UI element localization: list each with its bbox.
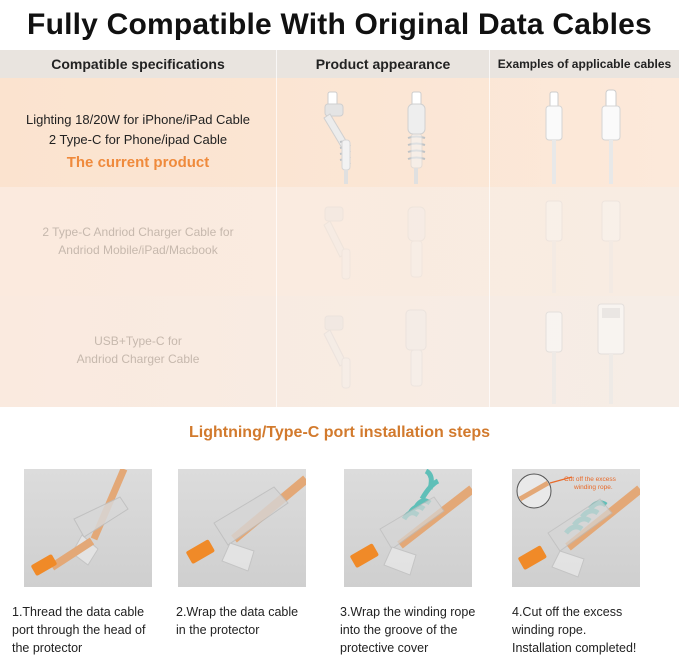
callout-line: Cut off the excess <box>564 476 617 483</box>
header-compatible-specifications: Compatible specifications <box>51 56 225 72</box>
protector-cable-image <box>323 91 426 184</box>
step-3-text: 3.Wrap the winding rope into the groove … <box>340 603 475 656</box>
step-line: 1.Thread the data cable <box>12 605 145 619</box>
step-4-text: 4.Cut off the excess winding rope. Insta… <box>512 603 636 656</box>
step-line: Installation completed! <box>512 641 637 655</box>
callout-line: winding rope. <box>573 484 613 491</box>
table-row: 2 Type-C Andriod Charger Cable for Andri… <box>0 187 679 296</box>
step-2-text: 2.Wrap the data cable in the protector <box>176 603 298 639</box>
step-line: port through the head of <box>12 623 146 637</box>
column-divider <box>489 50 490 407</box>
step-line: 2.Wrap the data cable <box>176 605 299 619</box>
spec-line: Lighting 18/20W for iPhone/iPad Cable <box>25 112 251 127</box>
spec-text: USB+Type-C for Andriod Charger Cable <box>0 332 276 368</box>
table-header: Compatible specifications Product appear… <box>0 50 679 78</box>
step-2-image <box>178 469 306 587</box>
example-cables-image <box>545 200 621 293</box>
spec-line: Andriod Charger Cable <box>76 352 200 366</box>
spec-text: Lighting 18/20W for iPhone/iPad Cable 2 … <box>0 110 276 173</box>
compatibility-table: Compatible specifications Product appear… <box>0 50 679 407</box>
step-4-image: Cut off the excess winding rope. <box>512 469 640 587</box>
header-examples: Examples of applicable cables <box>497 57 672 71</box>
current-product-label: The current product <box>66 154 210 171</box>
header-product-appearance: Product appearance <box>315 56 451 72</box>
page-title: Fully Compatible With Original Data Cabl… <box>27 8 652 41</box>
step-line: into the groove of the <box>340 623 458 637</box>
step-line: winding rope. <box>512 623 587 637</box>
step-line: in the protector <box>176 623 260 637</box>
step-4-callout: Cut off the excess winding rope. <box>564 476 618 491</box>
column-divider <box>276 50 277 407</box>
step-1-text: 1.Thread the data cable port through the… <box>12 603 145 656</box>
protector-cable-image <box>323 206 426 280</box>
spec-line: USB+Type-C for <box>94 334 182 348</box>
spec-text: 2 Type-C Andriod Charger Cable for Andri… <box>0 223 276 259</box>
step-line: protective cover <box>340 641 429 655</box>
table-row: USB+Type-C for Andriod Charger Cable <box>0 296 679 407</box>
example-cables-image <box>545 303 625 404</box>
step-1-image <box>24 469 152 587</box>
table-row: Lighting 18/20W for iPhone/iPad Cable 2 … <box>0 78 679 187</box>
step-line: the protector <box>12 641 83 655</box>
example-cables-image <box>545 89 621 184</box>
spec-line: 2 Type-C for Phone/ipad Cable <box>48 132 228 147</box>
step-line: 3.Wrap the winding rope <box>340 605 476 619</box>
step-line: 4.Cut off the excess <box>512 605 623 619</box>
spec-line: 2 Type-C Andriod Charger Cable for <box>42 225 234 239</box>
protector-cable-image <box>323 309 427 389</box>
spec-line: Andriod Mobile/iPad/Macbook <box>58 243 218 257</box>
step-3-image <box>344 469 472 587</box>
steps-title: Lightning/Type-C port installation steps <box>188 424 491 441</box>
